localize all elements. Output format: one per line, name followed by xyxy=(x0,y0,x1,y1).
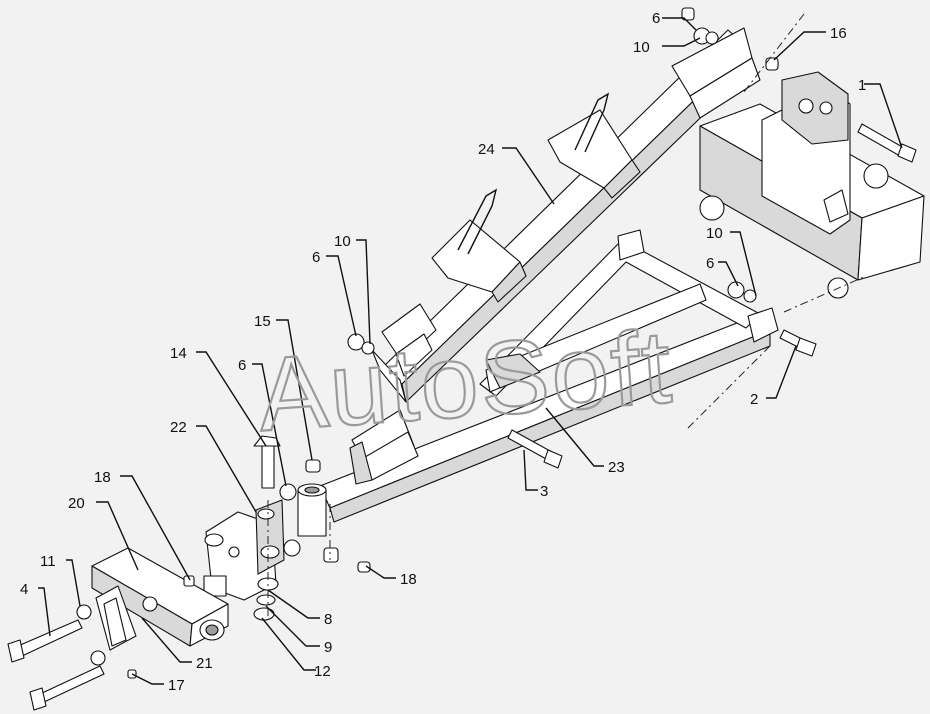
callout-6-top: 6 xyxy=(652,10,660,27)
hinge-bracket xyxy=(203,499,285,601)
mounting-bracket xyxy=(699,71,925,299)
callout-18-right: 18 xyxy=(400,571,417,588)
callout-10-mid: 10 xyxy=(334,233,351,250)
bolt-3 xyxy=(507,429,563,469)
callout-9: 9 xyxy=(324,639,332,656)
pivot-post xyxy=(297,483,327,537)
callout-18-left: 18 xyxy=(94,469,111,486)
callout-1: 1 xyxy=(858,77,866,94)
callout-10-top: 10 xyxy=(633,39,650,56)
bolt-2 xyxy=(779,329,817,357)
callout-3: 3 xyxy=(540,483,548,500)
callout-12: 12 xyxy=(314,663,331,680)
callout-17: 17 xyxy=(168,677,185,694)
watermark: AutoSoft xyxy=(255,309,677,454)
callout-20: 20 xyxy=(68,495,85,512)
callout-24: 24 xyxy=(478,141,495,158)
center-lines xyxy=(267,13,867,620)
callout-23: 23 xyxy=(608,459,625,476)
bolt-4-lower xyxy=(29,665,105,711)
beam-plate-top xyxy=(547,92,641,199)
callout-16: 16 xyxy=(830,25,847,42)
leader-lines xyxy=(38,17,903,685)
hitch-tube xyxy=(91,547,229,651)
callout-6-mid: 6 xyxy=(312,249,320,266)
callout-21: 21 xyxy=(196,655,213,672)
callout-8: 8 xyxy=(324,611,332,628)
upper-beam xyxy=(371,27,761,403)
bolt-1 xyxy=(857,123,917,163)
callout-11: 11 xyxy=(40,553,56,570)
callout-labels: 6 10 16 1 2 3 23 24 10 6 6 10 15 6 14 22… xyxy=(20,10,866,694)
callout-15: 15 xyxy=(254,313,271,330)
bolt-4-upper xyxy=(7,619,83,663)
lower-a-frame xyxy=(319,229,779,523)
callout-4: 4 xyxy=(20,581,28,598)
callout-6-right: 6 xyxy=(706,255,714,272)
callout-22: 22 xyxy=(170,419,187,436)
callout-6-left: 6 xyxy=(238,357,246,374)
callout-2: 2 xyxy=(750,391,758,408)
callout-14: 14 xyxy=(170,345,187,362)
beam-plate-middle xyxy=(431,188,527,303)
nuts-and-washers xyxy=(76,7,779,679)
callout-10-right: 10 xyxy=(706,225,723,242)
beam-bracket-left xyxy=(381,303,437,377)
